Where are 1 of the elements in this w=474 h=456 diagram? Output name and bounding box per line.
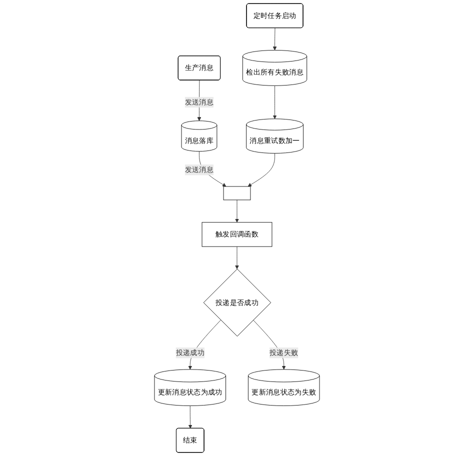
node-box: [223, 186, 251, 200]
